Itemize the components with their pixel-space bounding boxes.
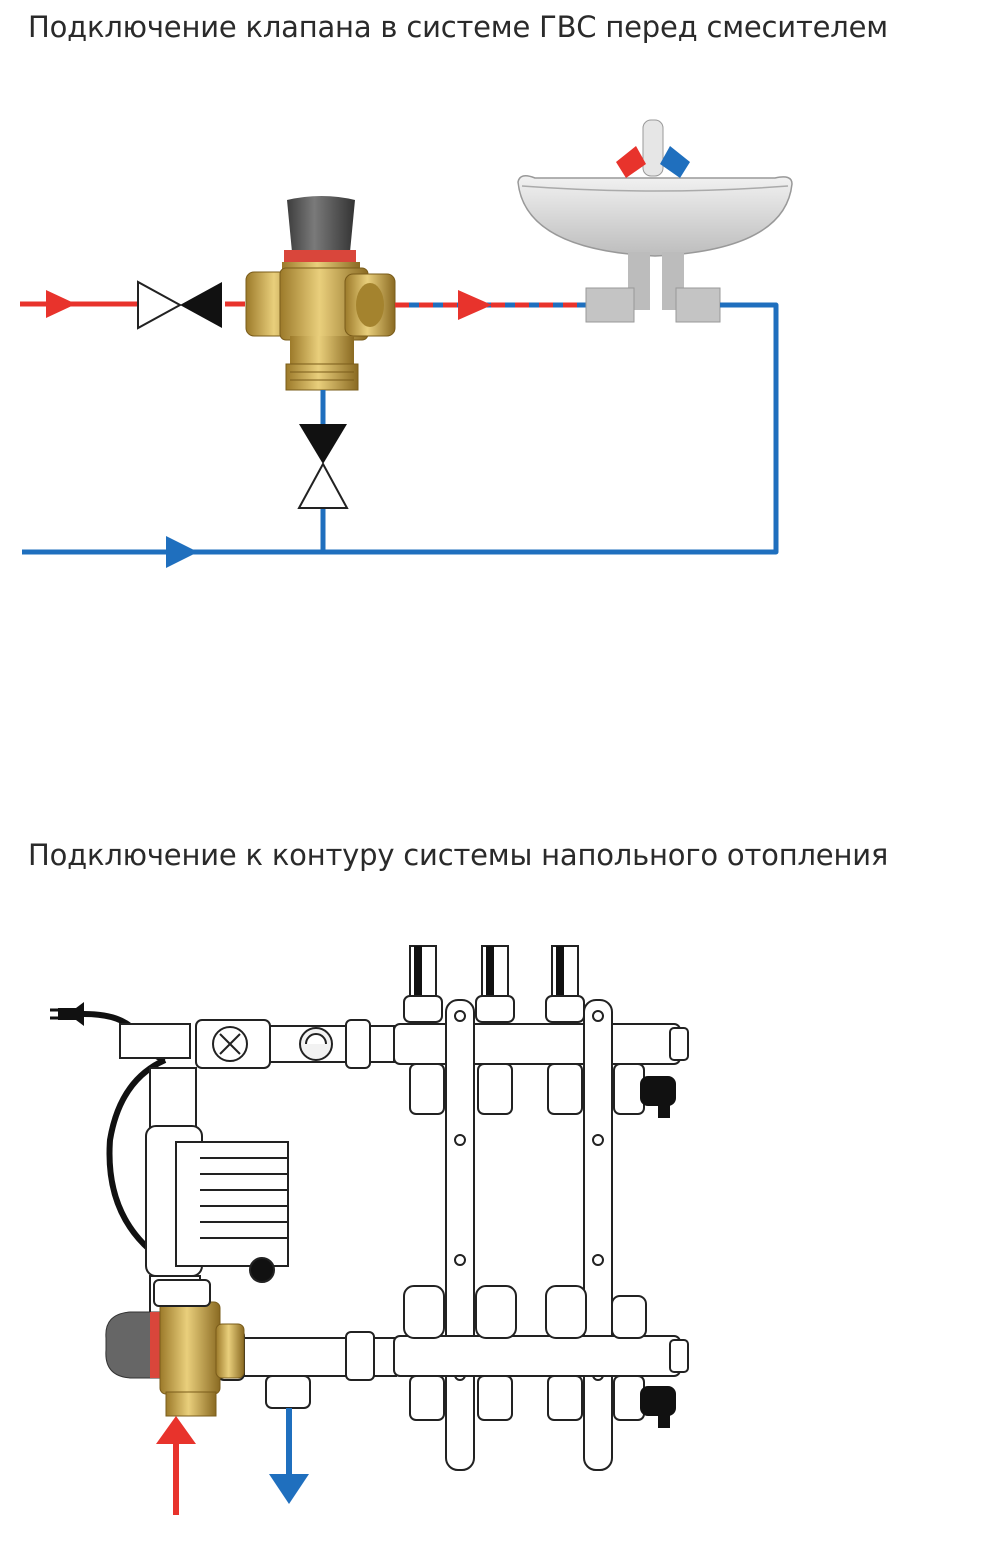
diagram-1-title: Подключение клапана в системе ГВС перед …	[28, 10, 888, 44]
check-valve-icon	[137, 280, 222, 330]
cold-check-valve-icon	[297, 424, 349, 509]
supply-outlet-nuts	[409, 1063, 645, 1115]
faucet-icon	[616, 119, 690, 178]
mixed-flow-arrow-icon	[458, 290, 492, 320]
cold-water-pipe	[22, 302, 779, 555]
return-manifold	[217, 1329, 689, 1409]
cold-flow-arrow-icon	[166, 536, 198, 568]
hot-flow-arrow-icon	[46, 290, 76, 318]
hot-supply-arrow	[156, 1416, 196, 1515]
thermostatic-mixing-valve-icon	[245, 196, 396, 391]
return-drain-valve-icon	[640, 1386, 676, 1428]
dhw-connection-diagram	[20, 119, 793, 568]
floor-heating-connection-diagram	[50, 945, 689, 1515]
washbasin-icon	[517, 175, 793, 323]
drain-valve-icon	[640, 1076, 676, 1118]
power-plug-icon	[50, 1002, 84, 1026]
cold-return-arrow	[269, 1408, 309, 1504]
diagram-2-title: Подключение к контуру системы напольного…	[28, 838, 889, 872]
manifold-bracket	[445, 999, 613, 1471]
circulation-pump-icon	[145, 1067, 289, 1317]
flow-meter-icon	[403, 945, 585, 1023]
thermostatic-mixing-valve-icon	[105, 1279, 245, 1417]
